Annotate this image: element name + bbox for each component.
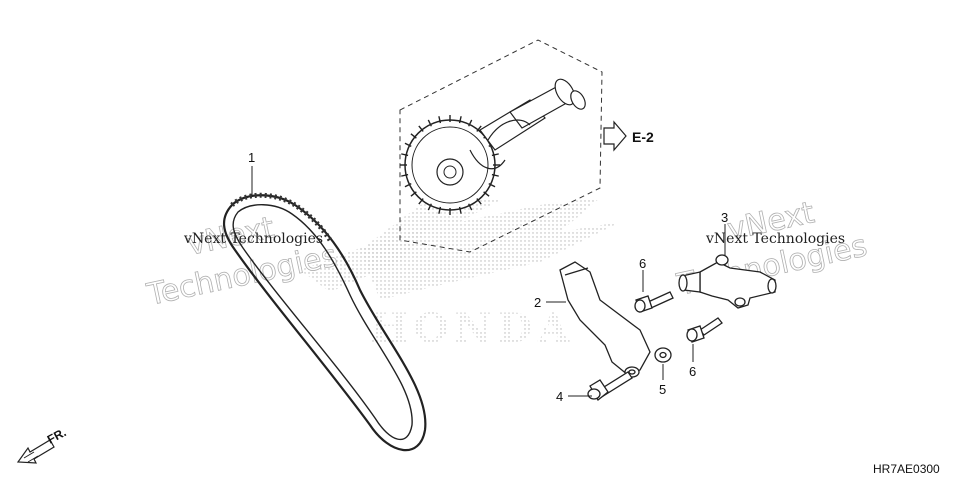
sprocket-tooth bbox=[438, 116, 442, 124]
tensioner-lifter bbox=[678, 254, 777, 309]
sprocket-tooth bbox=[410, 133, 417, 139]
camshaft bbox=[469, 78, 586, 170]
sprocket-tooth bbox=[401, 153, 409, 157]
sprocket-tooth bbox=[483, 191, 490, 197]
section-ref-label: E-2 bbox=[632, 129, 654, 145]
cam-chain bbox=[223, 192, 427, 452]
sprocket-tooth bbox=[491, 153, 499, 157]
washer-5 bbox=[654, 347, 672, 363]
sprocket-tooth bbox=[418, 125, 424, 132]
sprocket-tooth bbox=[468, 203, 473, 211]
sprocket-tooth bbox=[468, 119, 473, 127]
section-ref-arrow: E-2 bbox=[603, 120, 654, 152]
sprocket-tooth bbox=[427, 119, 432, 127]
callout-5: 5 bbox=[659, 382, 666, 397]
callout-6-upper: 6 bbox=[639, 256, 646, 271]
watermark-left: vNext Technologies vNext Technologies bbox=[143, 210, 341, 314]
sprocket-tooth bbox=[476, 125, 482, 132]
sprocket-tooth bbox=[476, 198, 482, 205]
sprocket-tooth bbox=[401, 173, 409, 177]
callout-4: 4 bbox=[556, 389, 563, 404]
callout-2: 2 bbox=[534, 295, 541, 310]
bolt-6-lower bbox=[686, 317, 723, 343]
sprocket-tooth bbox=[418, 198, 424, 205]
sprocket-tooth bbox=[404, 183, 412, 188]
sprocket-tooth bbox=[427, 203, 432, 211]
sprocket-tooth bbox=[458, 116, 462, 124]
callout-1: 1 bbox=[248, 150, 255, 165]
sprocket-tooth bbox=[438, 206, 442, 214]
sprocket-tooth bbox=[491, 173, 499, 177]
sprocket-tooth bbox=[410, 191, 417, 197]
sprocket-tooth bbox=[458, 206, 462, 214]
dashed-box bbox=[399, 39, 603, 253]
callout-leaders bbox=[251, 166, 726, 397]
callout-labels: 1 2 3 4 5 6 6 bbox=[248, 150, 728, 404]
bolt-4 bbox=[587, 371, 633, 401]
sprocket-tooth bbox=[404, 142, 412, 147]
watermark-text-right: vNext Technologies bbox=[705, 231, 845, 247]
camshaft-assembly: E-2 bbox=[399, 39, 654, 253]
watermark-text-left: vNext Technologies bbox=[183, 231, 323, 247]
callout-6-lower: 6 bbox=[689, 364, 696, 379]
honda-wing-logo: HONDA bbox=[300, 196, 620, 352]
cam-sprocket bbox=[400, 115, 500, 215]
bolt-6-upper bbox=[634, 291, 674, 313]
sprocket-tooth bbox=[488, 183, 496, 188]
drawing-code: HR7AE0300 bbox=[873, 462, 940, 476]
front-direction-arrow: FR. bbox=[16, 425, 68, 464]
honda-logo-text: HONDA bbox=[370, 305, 575, 352]
callout-3: 3 bbox=[721, 210, 728, 225]
